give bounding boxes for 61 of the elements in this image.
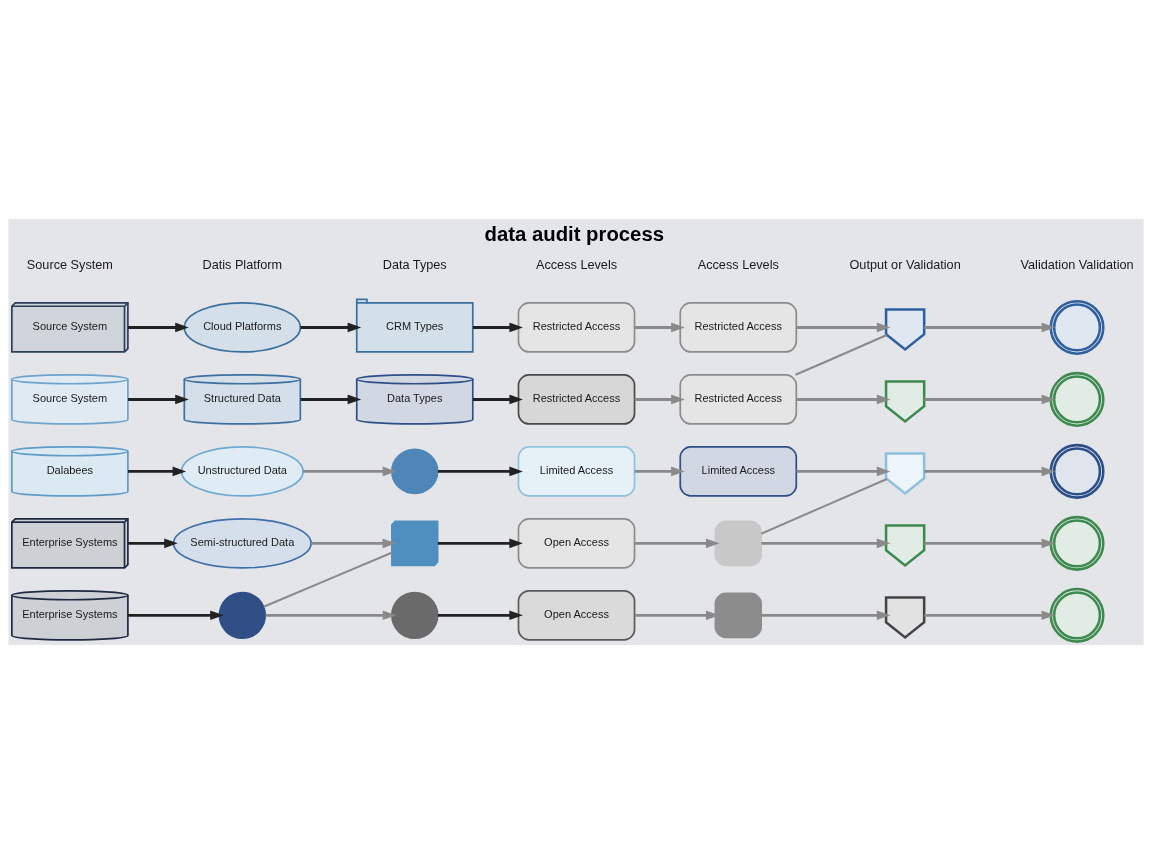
arrow (761, 538, 891, 549)
node-ellipse: Unstructured Data (180, 445, 304, 497)
connector (760, 478, 888, 535)
arrow (796, 466, 891, 477)
node-box: Limited Access (517, 445, 636, 497)
node-box: Limited Access (679, 445, 798, 497)
label: Output or Validation (849, 258, 961, 273)
label: Datis Platform (202, 258, 283, 273)
node-box: Restricted Access (517, 374, 636, 425)
node-circle (391, 591, 439, 640)
label: Access Levels (697, 258, 779, 273)
node-ellipse: Cloud Platforms (183, 302, 302, 353)
arrow (761, 610, 891, 621)
arrow (796, 322, 891, 333)
node-shield (884, 524, 926, 567)
node-shield (884, 308, 926, 352)
node-shield (884, 380, 926, 424)
node-box: Restricted Access (679, 302, 798, 353)
arrow (128, 466, 187, 477)
arrow (924, 538, 1056, 549)
arrow (437, 538, 523, 549)
arrow (437, 466, 523, 477)
arrow (472, 322, 523, 333)
arrow (634, 466, 685, 477)
arrow (924, 610, 1056, 621)
arrow (634, 322, 685, 333)
arrow (300, 322, 362, 333)
arrow (472, 394, 523, 405)
node-circle (218, 591, 267, 640)
arrow (128, 394, 189, 405)
node-shield (884, 452, 926, 496)
node-shield (884, 596, 926, 639)
arrow (300, 394, 362, 405)
arrow (303, 466, 397, 477)
arrow (128, 538, 178, 549)
arrow (924, 466, 1056, 477)
label: Data Types (382, 258, 447, 273)
arrow (796, 394, 891, 405)
node-cloud (391, 448, 439, 495)
connector (795, 334, 888, 376)
node-lock (714, 592, 762, 639)
node-box: Open Access (517, 517, 636, 569)
arrow (311, 538, 397, 549)
arrow (634, 538, 720, 549)
diagram-title: data audit process (484, 223, 665, 246)
node-lock (714, 520, 762, 567)
arrow (437, 610, 523, 621)
arrow (924, 322, 1056, 333)
node-box: Open Access (517, 589, 636, 641)
connector (263, 551, 393, 608)
arrow (128, 322, 189, 333)
arrow (634, 394, 685, 405)
node-box: Restricted Access (679, 374, 798, 425)
arrow (128, 610, 224, 621)
label: Source System (26, 258, 113, 273)
arrow (265, 610, 397, 621)
label: Validation Validation (1020, 258, 1134, 273)
node-ellipse: Semi-structured Data (172, 517, 312, 569)
label: Access Levels (535, 258, 618, 273)
node-box: Restricted Access (517, 302, 636, 353)
arrow (924, 394, 1056, 405)
